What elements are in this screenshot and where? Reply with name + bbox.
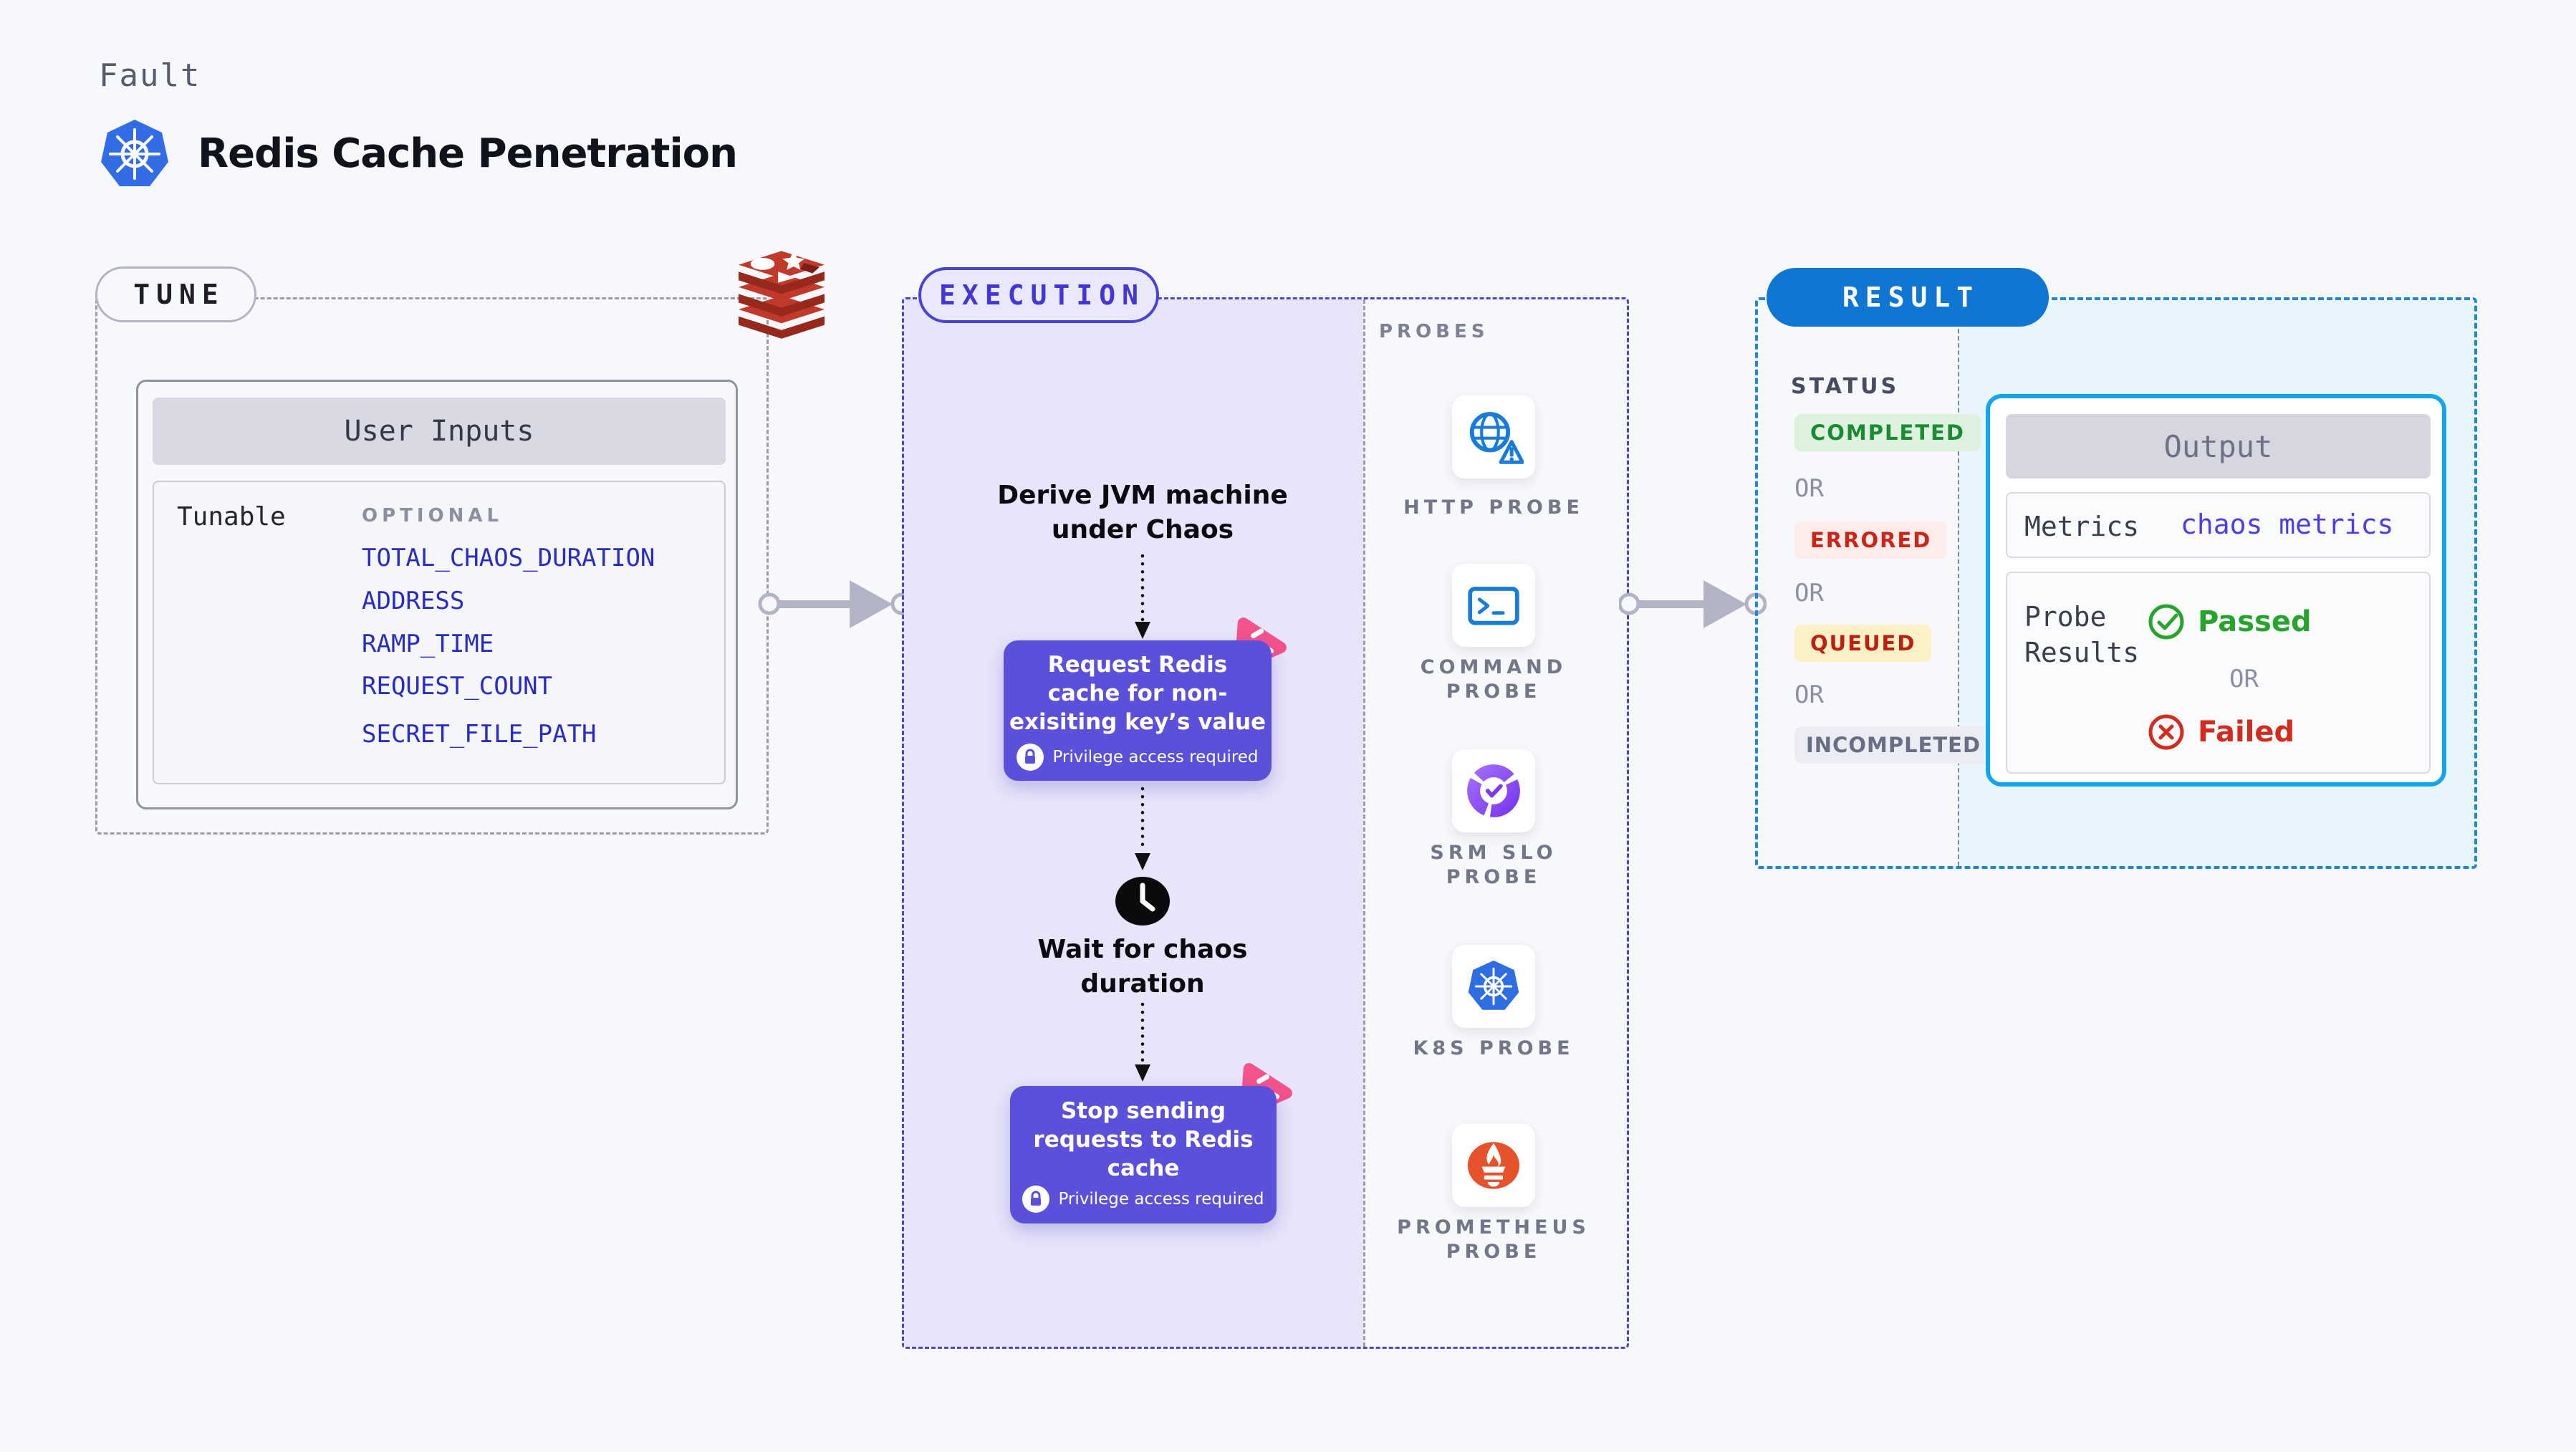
output-card: Output Metrics chaos metrics Probe Resul…	[1986, 394, 2446, 787]
env-var-link[interactable]: REQUEST_COUNT	[362, 672, 553, 701]
flow-node-stop-requests: Stop sending requests to Redis cache Pri…	[1010, 1086, 1277, 1223]
passed-check-icon	[2148, 604, 2184, 640]
dotted-connector	[1135, 787, 1150, 870]
status-badge-errored: ERRORED	[1794, 521, 1948, 559]
user-inputs-card: User Inputs Tunable OPTIONAL TOTAL_CHAOS…	[136, 380, 738, 809]
execution-badge: EXECUTION	[918, 267, 1159, 323]
probe-results-row: Probe Results Passed OR Failed	[2006, 572, 2431, 774]
env-var-link[interactable]: RAMP_TIME	[362, 630, 494, 658]
probe-label-k8s: K8S PROBE	[1413, 1037, 1575, 1059]
or-separator: OR	[1794, 681, 1824, 709]
optional-tag: OPTIONAL	[362, 505, 504, 527]
redis-icon	[739, 251, 825, 339]
http-probe-icon	[1469, 412, 1524, 464]
status-title: STATUS	[1791, 374, 1900, 399]
status-badge-completed: COMPLETED	[1794, 414, 1981, 451]
srm-slo-probe-icon	[1467, 764, 1520, 817]
env-var-link[interactable]: SECRET_FILE_PATH	[362, 720, 597, 749]
output-header: Output	[2006, 414, 2431, 479]
tunable-label: Tunable	[177, 502, 286, 532]
or-separator: OR	[1794, 579, 1824, 607]
lock-icon	[1022, 1186, 1050, 1213]
or-separator: OR	[2229, 665, 2259, 693]
result-badge: RESULT	[1767, 268, 2049, 327]
tune-container	[95, 297, 769, 835]
status-badge-incompleted: INCOMPLETED	[1794, 726, 1993, 764]
user-inputs-header: User Inputs	[153, 398, 726, 465]
privilege-note: Privilege access required	[1058, 1190, 1264, 1208]
probe-card-k8s[interactable]	[1452, 945, 1535, 1028]
dotted-connector	[1135, 1002, 1150, 1082]
metrics-label: Metrics	[2024, 511, 2140, 542]
command-probe-icon	[1468, 587, 1519, 625]
result-divider	[1958, 300, 1959, 866]
arrow-tune-to-execution	[758, 580, 913, 628]
probes-title: PROBES	[1379, 321, 1489, 342]
passed-row: Passed	[2148, 603, 2312, 640]
passed-label: Passed	[2198, 605, 2312, 638]
arrow-execution-to-result	[1619, 580, 1767, 628]
or-separator: OR	[1794, 474, 1824, 503]
step-derive-jvm: Derive JVM machine under Chaos	[997, 481, 1288, 544]
probe-card-http[interactable]	[1452, 395, 1535, 479]
env-var-link[interactable]: ADDRESS	[362, 587, 465, 615]
dotted-connector	[1135, 554, 1150, 639]
tune-badge: TUNE	[95, 266, 256, 322]
lock-icon	[1017, 744, 1044, 771]
probes-divider	[1363, 299, 1365, 1347]
metrics-link[interactable]: chaos metrics	[2181, 509, 2394, 540]
probe-label-command: COMMAND PROBE	[1420, 656, 1567, 703]
step-wait-duration: Wait for chaos duration	[1037, 935, 1248, 999]
clock-icon	[1115, 877, 1170, 925]
privilege-note: Privilege access required	[1052, 748, 1259, 766]
probe-results-label: Probe Results	[2024, 601, 2140, 668]
status-badge-queued: QUEUED	[1794, 625, 1932, 662]
kubernetes-icon	[101, 120, 168, 186]
flow-node-request-redis: Request Redis cache for non- exisiting k…	[1004, 640, 1272, 781]
fault-category-label: Fault	[99, 57, 201, 94]
page-title: Redis Cache Penetration	[198, 130, 738, 177]
failed-x-icon	[2148, 714, 2184, 750]
probe-label-prometheus: PROMETHEUS PROBE	[1397, 1216, 1590, 1263]
probe-label-srm-slo: SRM SLO PROBE	[1430, 842, 1557, 888]
prometheus-probe-icon	[1467, 1142, 1520, 1189]
probe-card-srm-slo[interactable]	[1452, 749, 1535, 832]
probe-card-prometheus[interactable]	[1452, 1124, 1535, 1207]
failed-row: Failed	[2148, 713, 2294, 751]
failed-label: Failed	[2198, 716, 2295, 749]
env-var-link[interactable]: TOTAL_CHAOS_DURATION	[362, 544, 655, 572]
user-inputs-body: Tunable OPTIONAL TOTAL_CHAOS_DURATION AD…	[153, 481, 726, 784]
probe-label-http: HTTP PROBE	[1403, 496, 1584, 519]
probe-card-command[interactable]	[1452, 564, 1535, 647]
k8s-probe-icon	[1468, 960, 1519, 1010]
metrics-row: Metrics chaos metrics	[2006, 492, 2431, 558]
